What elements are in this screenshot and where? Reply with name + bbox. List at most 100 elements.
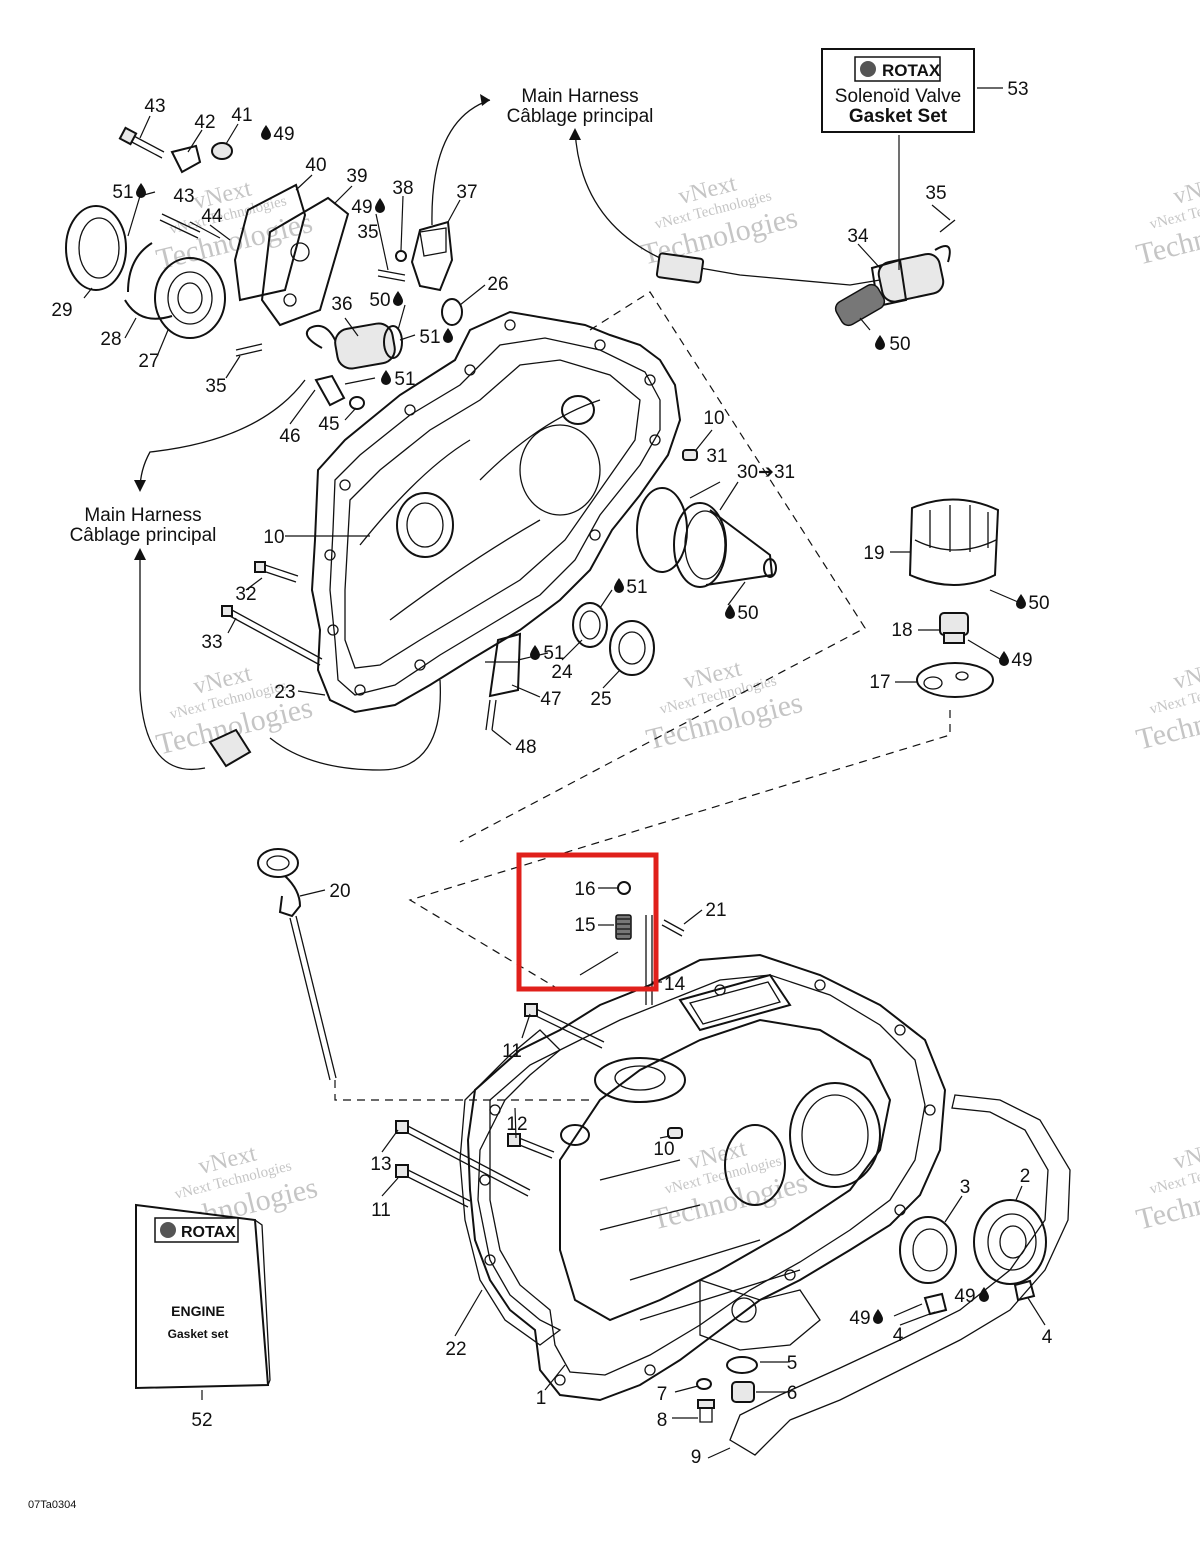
callout-36: 36 (331, 294, 352, 315)
leader-lines (83, 87, 1046, 1459)
parts-middle-right (208, 449, 1000, 771)
callout-24: 24 (551, 662, 573, 683)
rotax-logo-emblem (860, 61, 876, 77)
rotax-logo-emblem (160, 1222, 176, 1238)
callout-53: 53 (1007, 79, 1028, 100)
callout-45: 45 (318, 414, 339, 435)
gasket-9 (729, 1094, 1071, 1456)
callout-35: 35 (357, 222, 378, 243)
svg-text:Câblage principal: Câblage principal (507, 106, 654, 127)
callout-35: 35 (205, 376, 226, 397)
callout-11: 11 (371, 1200, 391, 1221)
callout-48: 48 (515, 737, 536, 758)
callout-49: 49 (954, 1286, 975, 1307)
callout-43: 43 (144, 96, 165, 117)
svg-text:vNext: vNext (1171, 655, 1200, 694)
callout-18: 18 (891, 620, 912, 641)
callout-26: 26 (487, 274, 508, 295)
watermark: vNext vNext Technologies Technologies (1133, 655, 1200, 756)
engine-gasket-set-booklet: ROTAX ENGINE Gasket set (135, 1203, 271, 1390)
upper-cover-housing (310, 310, 682, 714)
callout-21: 21 (705, 900, 726, 921)
callout-50: 50 (737, 603, 758, 624)
callout-22: 22 (445, 1339, 466, 1360)
callout-40: 40 (305, 155, 326, 176)
svg-text:Câblage principal: Câblage principal (70, 525, 217, 546)
callout-51: 51 (394, 369, 415, 390)
callout-50: 50 (1028, 593, 1049, 614)
rotax-brand: ROTAX (882, 61, 941, 80)
assembly-dashed-lines (334, 291, 951, 1101)
oil-drop-icon (1016, 594, 1026, 609)
callout-43: 43 (173, 186, 194, 207)
callout-17: 17 (869, 672, 890, 693)
callout-7: 7 (657, 1384, 668, 1405)
oil-drop-icon (614, 578, 624, 593)
harness-arrows (134, 94, 661, 770)
svg-text:Main Harness: Main Harness (521, 86, 638, 107)
gasket-set-line1: Solenoïd Valve (835, 86, 961, 107)
callout-51: 51 (543, 643, 564, 664)
callout-10: 10 (263, 527, 284, 548)
callout-9: 9 (691, 1447, 702, 1468)
watermark: vNext vNext Technologies Technologies (1133, 170, 1200, 271)
callout-2: 2 (1020, 1166, 1031, 1187)
solenoid-valve-gasket-set: ROTAX Solenoïd Valve Gasket Set (821, 48, 975, 133)
watermark: vNext vNext Technologies Technologies (1133, 1135, 1200, 1236)
oil-drop-icon (393, 291, 403, 306)
oil-drop-icon (136, 183, 146, 198)
callout-42: 42 (194, 112, 215, 133)
callout-33: 33 (201, 632, 222, 653)
crankcase-housing (466, 953, 947, 1402)
parts-top-left (65, 126, 463, 410)
callout-29: 29 (51, 300, 72, 321)
callout-13: 13 (370, 1154, 391, 1175)
oil-drop-icon (725, 604, 735, 619)
callout-23: 23 (274, 682, 295, 703)
callout-44: 44 (201, 206, 223, 227)
callout-41: 41 (231, 105, 252, 126)
gasket-set-line2: Gasket Set (849, 106, 948, 127)
oil-drop-icon (530, 645, 540, 660)
harness-label-top: Main Harness Câblage principal (507, 86, 654, 127)
callout-49: 49 (273, 124, 294, 145)
callout-51: 51 (112, 182, 133, 203)
callout-49: 49 (1011, 650, 1032, 671)
callout-28: 28 (100, 329, 121, 350)
svg-text:vNext: vNext (1171, 170, 1200, 209)
parts-lower (395, 881, 1047, 1423)
callout-1: 1 (536, 1388, 547, 1409)
booklet-brand: ROTAX (181, 1224, 236, 1241)
callout-15: 15 (574, 915, 595, 936)
oil-drop-icon (375, 198, 385, 213)
svg-text:vNext: vNext (1171, 1135, 1200, 1174)
oil-drop-icon (979, 1287, 989, 1302)
solenoid-assembly (655, 219, 956, 327)
gasket-22 (459, 1029, 562, 1346)
callout-51: 51 (626, 577, 647, 598)
svg-text:Main Harness: Main Harness (84, 505, 201, 526)
callout-38: 38 (392, 178, 413, 199)
figure-code: 07Ta0304 (28, 1499, 76, 1511)
watermark-group: vNext vNext Technologies Technologies vN… (153, 170, 1200, 1241)
callout-8: 8 (657, 1410, 668, 1431)
callout-16: 16 (574, 879, 595, 900)
callout-12: 12 (506, 1114, 527, 1135)
callout-25: 25 (590, 689, 611, 710)
callout-30-31: 30➔31 (737, 462, 795, 483)
callout-14: 14 (664, 974, 686, 995)
oil-drop-icon (873, 1309, 883, 1324)
callout-49: 49 (351, 197, 372, 218)
oil-drop-icon (443, 328, 453, 343)
booklet-line2: Gasket set (168, 1327, 229, 1341)
booklet-line1: ENGINE (171, 1303, 225, 1319)
oil-drop-icon (999, 651, 1009, 666)
callout-5: 5 (787, 1353, 798, 1374)
callout-4: 4 (1042, 1327, 1053, 1348)
callout-labels: 43 42 41 49 40 39 38 49 37 35 51 43 44 2… (51, 79, 1052, 1468)
callout-10: 10 (653, 1139, 674, 1160)
oil-drop-icon (875, 335, 885, 350)
dipstick-20 (257, 848, 337, 1081)
callout-34: 34 (847, 226, 869, 247)
